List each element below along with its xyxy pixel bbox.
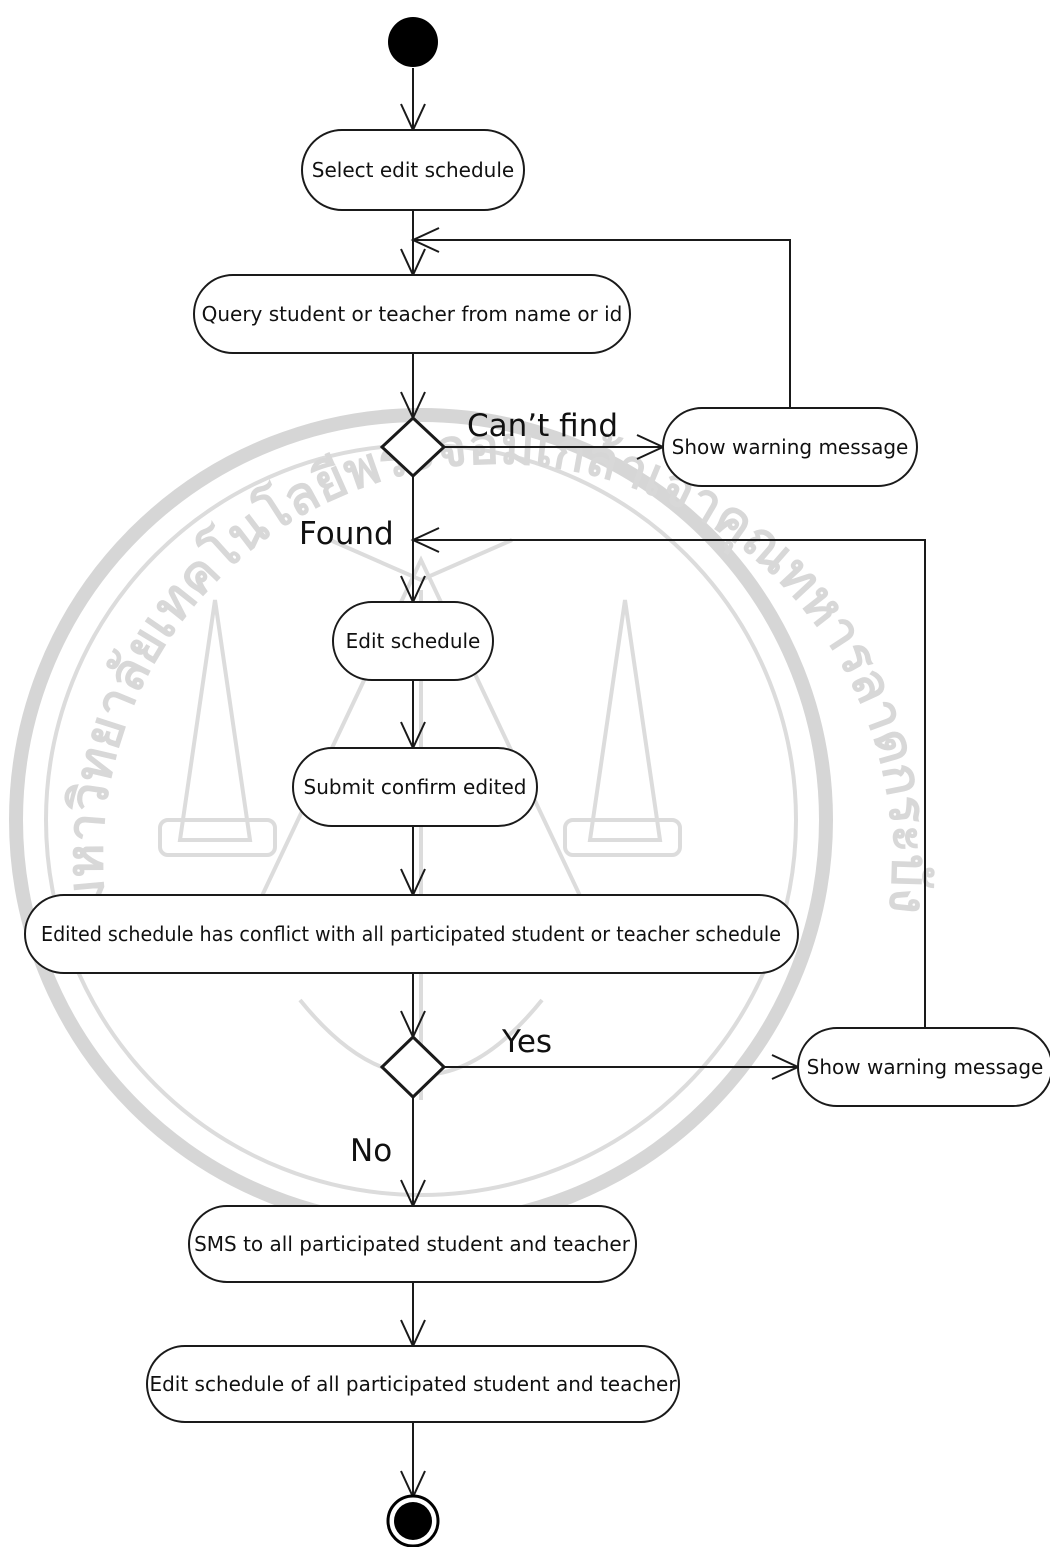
action-label: SMS to all participated student and teac… [194,1232,631,1256]
action-conflict-check: Edited schedule has conflict with all pa… [24,894,799,974]
action-show-warning-not-found: Show warning message [662,407,918,487]
action-submit-confirm-edited: Submit confirm edited [292,747,538,827]
decision-conflict [379,1034,447,1100]
action-label: Submit confirm edited [304,775,527,799]
action-label: Edited schedule has conflict with all pa… [41,922,781,946]
guard-cant-find: Can’t find [467,408,618,444]
action-label: Show warning message [672,435,909,459]
final-node [386,1494,440,1547]
guard-yes: Yes [501,1024,552,1060]
action-label: Edit schedule of all participated studen… [149,1372,677,1396]
initial-node [388,17,438,67]
action-label: Select edit schedule [312,158,514,182]
guard-found: Found [299,516,394,552]
action-show-warning-conflict: Show warning message [797,1027,1050,1107]
decision-found [379,415,447,479]
edge-warning-loop-to-query [413,239,791,408]
action-label: Edit schedule [346,629,481,653]
action-label: Show warning message [807,1055,1044,1079]
arrowhead [410,227,440,253]
action-select-edit-schedule: Select edit schedule [301,129,525,211]
action-query-student-or-teacher: Query student or teacher from name or id [193,274,631,354]
edge-conflict-loop-to-edit [413,539,926,1028]
action-sms-to-participants: SMS to all participated student and teac… [188,1205,637,1283]
arrowhead [410,527,440,553]
action-label: Query student or teacher from name or id [202,302,623,326]
action-edit-schedule: Edit schedule [332,601,494,681]
guard-no: No [350,1133,392,1169]
action-edit-schedule-of-participants: Edit schedule of all participated studen… [146,1345,680,1423]
